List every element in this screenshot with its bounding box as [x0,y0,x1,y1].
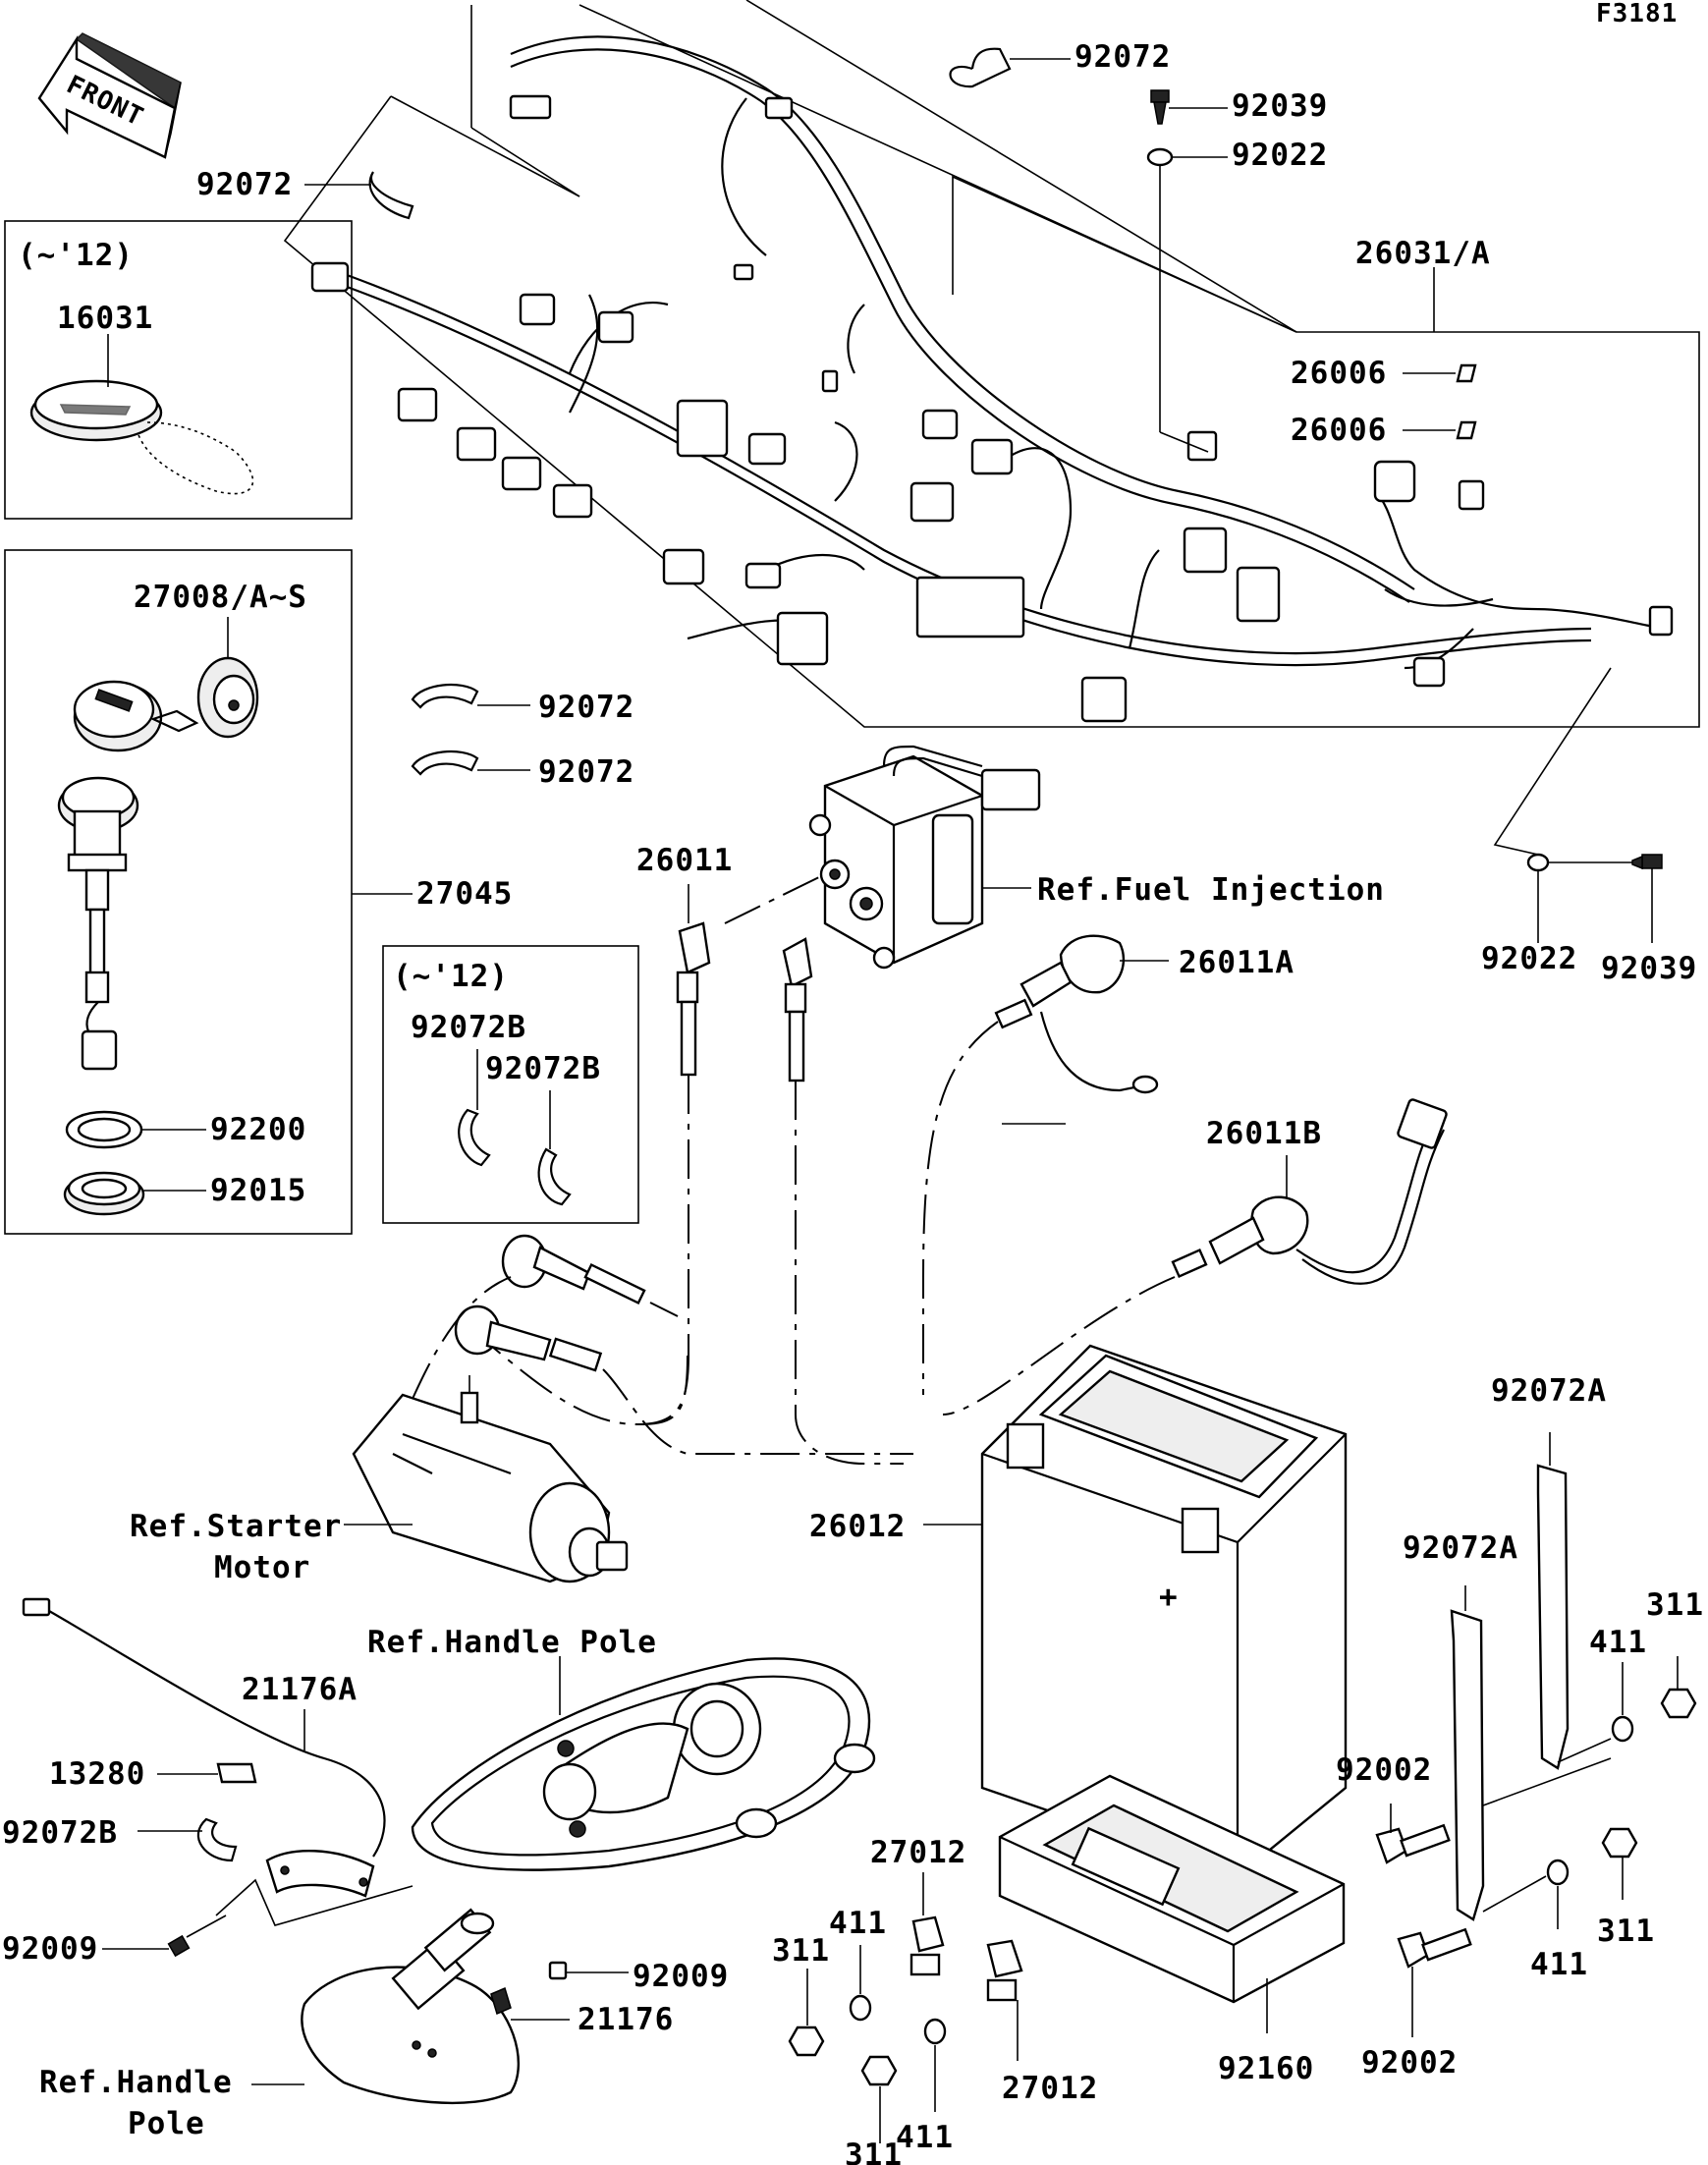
figure-code: F3181 [1596,0,1678,28]
key-27008 [73,617,259,752]
label-26012: 26012 [809,1509,906,1544]
label-year: (~'12) [393,959,509,994]
bolts-92002 [1375,1804,1472,2037]
sensor-bracket [215,1849,413,1926]
washer-92200 [65,1110,206,1149]
clamp-92072B-lower [138,1817,238,1862]
label-ref-fuel-injection: Ref.Fuel Injection [1037,872,1385,908]
label-ref-handle: Ref.Handle [39,2065,233,2100]
label-ref-handle-pole: Ref.Handle Pole [367,1625,657,1660]
label-26011B: 26011B [1206,1116,1322,1151]
label-26006: 26006 [1291,356,1387,391]
battery-26012: + [923,1344,1348,1878]
label-27045: 27045 [416,876,513,912]
label-ref-handle-pole-2: Pole [128,2106,205,2141]
label-411: 411 [1589,1625,1647,1660]
box-16031 [4,220,353,520]
box-27045 [4,549,413,1235]
label-92002: 92002 [1361,2045,1458,2081]
label-92072B: 92072B [2,1815,118,1851]
label-92072A: 92072A [1491,1373,1607,1409]
cable-26011A [922,934,1169,1395]
box-92072B [382,945,639,1224]
strap-92072A-right [1536,1432,1570,1770]
label-92072B: 92072B [485,1051,601,1086]
bolt-92039-top [1150,89,1228,125]
label-21176: 21176 [578,2002,674,2037]
label-92072: 92072 [538,754,634,790]
label-311: 311 [845,2137,903,2165]
label-92072: 92072 [1074,39,1171,75]
nuts-washers-bottom [788,1945,947,2143]
label-92072: 92072 [196,167,293,202]
label-ref-starter-motor: Motor [214,1550,310,1585]
label-92072: 92072 [538,690,634,725]
clip-21176 [490,1986,570,2021]
label-92002: 92002 [1336,1752,1432,1788]
grommets-26006 [1403,363,1477,440]
label-27008: 27008/A~S [134,580,307,615]
main-wire-harness [318,35,1671,670]
label-27012: 27012 [1002,2071,1098,2106]
washer-92022-top [1146,147,1228,453]
clamp-92072-left [304,171,414,220]
label-26011: 26011 [636,843,733,878]
label-13280: 13280 [49,1756,145,1792]
starter-cable-1 [490,1234,689,1426]
handle-pole [411,1656,876,1871]
ignition-switch [57,776,139,1071]
label-26031: 26031/A [1355,236,1491,271]
strap-92072A-left [1450,1585,1485,1921]
label-year: (~'12) [18,238,134,273]
label-92200: 92200 [210,1112,306,1147]
label-311: 311 [772,1933,830,1969]
label-311: 311 [1646,1587,1704,1623]
starter-relay [808,745,1041,970]
label-411: 411 [829,1906,887,1941]
harness-frame [283,0,1700,728]
label-92072A: 92072A [1403,1530,1518,1566]
label-92160: 92160 [1218,2051,1314,2086]
label-21176A: 21176A [242,1672,358,1707]
label-311: 311 [1597,1914,1655,1949]
label-27012: 27012 [870,1835,966,1870]
clamps-92072-center [411,684,530,776]
washer-bolt-right [1493,667,1663,943]
label-92039: 92039 [1601,951,1697,986]
label-92022: 92022 [1232,138,1328,173]
part-labels: 92072 92039 92022 92072 26031/A 26006 26… [2,39,1704,2165]
label-26011A: 26011A [1179,945,1295,980]
front-arrow-icon: FRONT [37,32,182,159]
label-92009: 92009 [2,1931,98,1967]
starter-motor [344,1375,629,1583]
harness-connectors [310,94,1674,723]
nut-92015 [63,1171,206,1216]
label-ref-starter: Ref.Starter [130,1509,342,1544]
cable-26011B [942,1098,1448,1416]
screw-92009-right [548,1961,629,1980]
hardware-right [1482,1656,1697,1929]
label-16031: 16031 [57,301,153,336]
part-13280 [157,1762,257,1784]
label-411: 411 [896,2120,954,2155]
screw-92009-left [102,1915,227,1958]
label-411: 411 [1530,1947,1588,1982]
handle-pole-lower [251,1908,520,2105]
clamp-92072-top [949,47,1071,88]
label-92015: 92015 [210,1173,306,1208]
battery-tray-92160 [998,1774,1346,2033]
label-92072B: 92072B [411,1010,526,1045]
label-92009: 92009 [633,1959,729,1994]
label-26006: 26006 [1291,413,1387,448]
svg-text:+: + [1159,1580,1179,1615]
brackets-27012 [909,1872,1023,2061]
label-92022: 92022 [1481,941,1577,976]
starter-cable-2 [412,1276,913,1455]
cable-relay-battery [782,937,904,1465]
wire-21176A [22,1597,386,1858]
label-92039: 92039 [1232,88,1328,124]
